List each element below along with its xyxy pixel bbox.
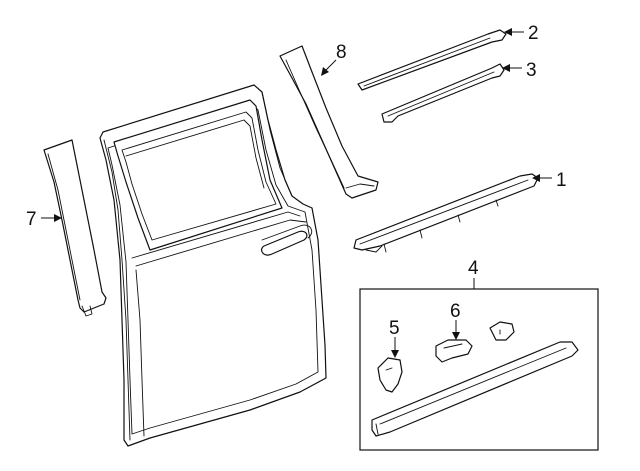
callout-6: 6 [450, 301, 461, 322]
door-window-glass [121, 111, 277, 241]
part-3-reveal-molding [381, 63, 505, 123]
arrow-5 [391, 350, 399, 358]
part-8-body [279, 45, 379, 199]
part-8-foot [345, 183, 375, 189]
callout-2: 2 [528, 23, 539, 44]
door-front-edge-2 [135, 269, 145, 437]
door-rear-edge [261, 91, 293, 197]
part-8-edge [285, 59, 345, 189]
callout-labels: 1 2 3 4 5 6 7 8 [26, 23, 567, 339]
part-1-lip [365, 245, 383, 253]
door-beltline [131, 211, 301, 259]
part-3-edge [387, 71, 495, 117]
part-7-front-applique [43, 139, 107, 317]
part-6-body [435, 339, 473, 363]
arrow-2 [504, 28, 512, 36]
rear-door-shell [99, 84, 327, 447]
small-clip [489, 321, 515, 341]
arrow-3 [502, 64, 510, 72]
arrow-1 [532, 174, 540, 182]
part-4-end [375, 423, 379, 435]
small-clip-body [489, 321, 515, 341]
part-5-slot [385, 367, 393, 371]
part-7-body [43, 139, 107, 313]
part-6-tab [443, 343, 463, 349]
arrow-7 [54, 214, 62, 222]
part-1-belt-molding [353, 173, 539, 253]
part-1-clip-a [383, 243, 387, 253]
door-handle [260, 230, 308, 256]
part-1-clip-b [419, 229, 423, 239]
part-4-body-molding [371, 341, 579, 437]
part-1-edge [359, 179, 529, 245]
part-2-edge [363, 37, 491, 87]
door-window-glass-edge [125, 119, 265, 189]
callout-5: 5 [389, 318, 400, 339]
callout-leaders [41, 28, 552, 358]
part-5-clip [377, 357, 403, 393]
arrow-6 [452, 332, 460, 340]
arrow-8 [321, 67, 329, 76]
callout-1: 1 [556, 170, 567, 191]
door-window-frame [113, 99, 283, 251]
inset-box [359, 288, 599, 451]
part-2-reveal-molding [357, 29, 507, 91]
part-5-body [377, 357, 403, 393]
callout-8: 8 [336, 42, 347, 63]
part-7-clip [81, 305, 93, 317]
door-inner-edge [107, 101, 319, 435]
door-handle-recess [261, 224, 313, 241]
part-4-body [371, 341, 579, 437]
door-front-edge [103, 139, 131, 441]
part-1-body [353, 173, 539, 251]
callout-3: 3 [526, 60, 537, 81]
part-7-edge [47, 153, 81, 301]
part-6-clip [435, 339, 473, 363]
part-1-clip-c [457, 214, 461, 223]
part-8-rear-applique [279, 45, 379, 199]
callout-4: 4 [468, 258, 479, 279]
part-4-edge [379, 347, 567, 425]
part-1-clip-d [495, 199, 499, 207]
callout-7: 7 [26, 209, 37, 230]
door-beltline-lower [135, 219, 307, 267]
